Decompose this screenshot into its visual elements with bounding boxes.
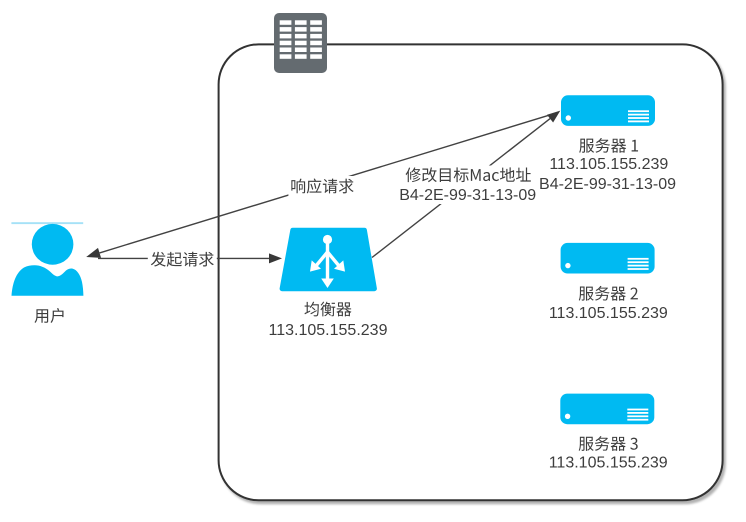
svg-text:113.105.155.239: 113.105.155.239 xyxy=(549,455,668,472)
svg-text:B4-2E-99-31-13-09: B4-2E-99-31-13-09 xyxy=(399,187,536,204)
svg-text:113.105.155.239: 113.105.155.239 xyxy=(549,305,668,322)
svg-text:113.105.155.239: 113.105.155.239 xyxy=(269,322,388,339)
svg-text:113.105.155.239: 113.105.155.239 xyxy=(549,156,668,173)
svg-text:B4-2E-99-31-13-09: B4-2E-99-31-13-09 xyxy=(539,176,676,193)
